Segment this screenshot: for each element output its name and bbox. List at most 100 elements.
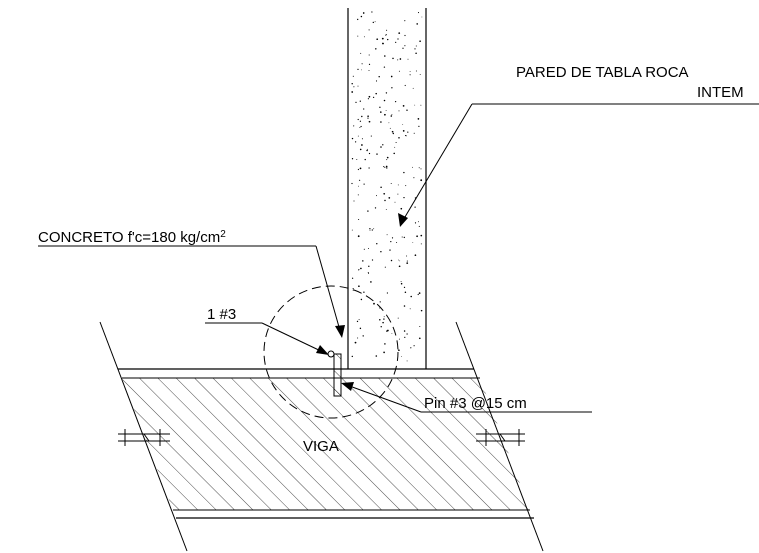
stipple-dot: [418, 292, 421, 294]
stipple-dot: [357, 35, 359, 37]
stipple-dot: [362, 335, 364, 337]
stipple-dot: [363, 291, 365, 293]
stipple-dot: [351, 82, 353, 85]
stipple-dot: [359, 100, 361, 102]
stipple-dot: [413, 345, 415, 347]
stipple-dot: [375, 80, 378, 82]
stipple-dot: [373, 302, 375, 305]
stipple-dot: [362, 12, 365, 14]
stipple-dot: [375, 48, 377, 50]
stipple-dot: [380, 186, 382, 188]
beam-section: [99, 321, 544, 552]
stipple-dot: [376, 38, 379, 41]
stipple-dot: [363, 36, 365, 38]
stipple-dot: [379, 301, 381, 303]
stipple-dot: [413, 132, 415, 134]
stipple-dot: [409, 70, 411, 72]
stipple-dot: [394, 201, 396, 203]
stipple-dot: [392, 57, 394, 60]
stipple-dot: [405, 185, 407, 187]
stipple-dot: [403, 196, 405, 199]
stipple-dot: [398, 349, 400, 352]
stipple-dot: [380, 146, 382, 148]
stipple-dot: [421, 16, 423, 18]
stipple-dot: [367, 210, 369, 212]
stipple-dot: [361, 138, 363, 140]
stipple-dot: [401, 356, 402, 357]
stipple-dot: [352, 288, 354, 290]
stipple-dot: [403, 236, 405, 239]
wall-leader: [398, 103, 759, 227]
stipple-dot: [358, 285, 360, 288]
stipple-dot: [395, 141, 397, 144]
stipple-dot: [376, 153, 378, 155]
stipple-dot: [368, 167, 370, 169]
stipple-dot: [360, 298, 363, 301]
stipple-dot: [367, 148, 369, 150]
stipple-dot: [355, 101, 357, 104]
stipple-dot: [398, 32, 401, 34]
stipple-dot: [403, 330, 406, 332]
stipple-dot: [357, 18, 359, 21]
stipple-dot: [403, 171, 405, 174]
stipple-dot: [414, 104, 416, 106]
stipple-dot: [391, 333, 393, 335]
stipple-dot: [357, 85, 359, 87]
stipple-dot: [386, 234, 388, 236]
stipple-dot: [384, 343, 386, 345]
stipple-dot: [390, 241, 392, 243]
stipple-dot: [412, 166, 413, 168]
stipple-dot: [398, 110, 400, 112]
stipple-dot: [385, 92, 388, 94]
stipple-dot: [352, 75, 354, 77]
stipple-dot: [414, 206, 416, 208]
stipple-dot: [390, 183, 392, 184]
beam-left-break-line: [99, 321, 188, 552]
stipple-dot: [389, 249, 391, 251]
stipple-dot: [420, 243, 422, 245]
stipple-dot: [389, 127, 391, 129]
stipple-dot: [418, 125, 420, 128]
stipple-dot: [359, 167, 362, 170]
stipple-dot: [397, 184, 399, 186]
stipple-dot: [386, 159, 388, 161]
stipple-dot: [406, 260, 408, 262]
stipple-dot: [391, 87, 393, 89]
stipple-dot: [383, 192, 386, 195]
stipple-dot: [354, 141, 357, 143]
stipple-dot: [357, 168, 359, 171]
stipple-dot: [415, 70, 417, 72]
stipple-dot: [391, 114, 393, 116]
stipple-dot: [407, 131, 409, 133]
stipple-dot: [390, 115, 393, 117]
stipple-dot: [361, 115, 363, 118]
stipple-dot: [361, 63, 363, 65]
stipple-dot: [386, 167, 388, 169]
stipple-dot: [372, 21, 374, 24]
stipple-dot: [357, 118, 359, 121]
stipple-dot: [383, 316, 385, 318]
stipple-dot: [404, 291, 407, 293]
stipple-dot: [414, 222, 417, 224]
stipple-dot: [385, 208, 387, 210]
stipple-dot: [372, 96, 375, 99]
stipple-dot: [420, 234, 423, 237]
stipple-dot: [412, 242, 414, 243]
stipple-dot: [392, 132, 395, 135]
pin-rebar: [333, 353, 342, 397]
stipple-dot: [401, 236, 403, 238]
stipple-dot: [384, 266, 386, 268]
stipple-dot: [374, 21, 376, 23]
stipple-dot: [351, 355, 354, 358]
stipple-dot: [404, 336, 406, 339]
stipple-dot: [402, 124, 404, 126]
stipple-dot: [380, 326, 382, 328]
stipple-dot: [394, 146, 396, 148]
stipple-dot: [357, 194, 359, 196]
stipple-dot: [363, 108, 365, 110]
stipple-dot: [380, 111, 382, 113]
beam-hatch-fill: [122, 378, 530, 510]
stipple-dot: [362, 260, 364, 262]
stipple-dot: [414, 48, 416, 50]
stipple-dot: [368, 63, 371, 66]
